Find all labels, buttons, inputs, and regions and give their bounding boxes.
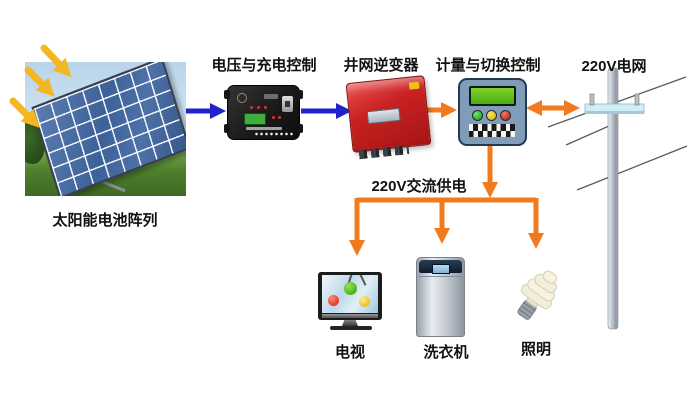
washer-control-panel: [419, 260, 462, 274]
mount-tab: [297, 124, 303, 133]
controller-led-icons: [250, 106, 253, 109]
tv-device: [318, 272, 382, 320]
tv-stand: [342, 320, 358, 326]
inverter-logo-icon: [408, 82, 420, 91]
controller-button: [282, 96, 293, 112]
controller-terminals: [254, 132, 294, 136]
controller-logo-icon: [237, 93, 247, 103]
solar-array-photo: [25, 62, 186, 196]
washing-machine-device: [416, 257, 465, 337]
tv-image-detail: [359, 275, 367, 286]
yellow-led-icon: [486, 110, 497, 121]
tv-speaker-strip: [322, 314, 378, 318]
tv-image-detail: [328, 295, 339, 306]
inverter-label: 井网逆变器: [343, 57, 419, 74]
inverter-connectors: [358, 145, 410, 160]
washer-display: [431, 264, 450, 274]
controller-caption: [246, 127, 282, 130]
grid-label: 220V电网: [581, 58, 647, 75]
controller-display: [244, 113, 266, 125]
breaker-switch-bank: [469, 124, 515, 137]
tv-stand-base: [330, 326, 372, 330]
lighting-label: 照明: [520, 341, 551, 358]
metering-switch-label: 计量与切换控制: [435, 57, 541, 74]
mount-tab: [297, 90, 303, 99]
solar-array-label: 太阳能电池阵列: [52, 212, 158, 229]
tv-image-detail: [344, 282, 357, 295]
charge-controller-label: 电压与充电控制: [211, 57, 317, 74]
washer-label: 洗衣机: [423, 344, 469, 361]
washer-seam: [419, 276, 462, 277]
switch-row: [469, 130, 515, 137]
inverter-display: [366, 107, 401, 125]
charge-controller-device: [224, 85, 303, 140]
utility-pole: [584, 67, 645, 330]
power-line-wires: [547, 76, 687, 191]
ac-supply-label: 220V交流供电: [371, 178, 467, 195]
grid-inverter-device: [345, 75, 432, 160]
red-led-icon: [500, 110, 511, 121]
mount-tab: [224, 124, 230, 133]
metering-switch-device: [458, 78, 527, 146]
tv-screen: [322, 275, 378, 313]
mount-tab: [224, 90, 230, 99]
tv-image-detail: [359, 296, 370, 307]
green-led-icon: [472, 110, 483, 121]
controller-model-tag: [264, 94, 278, 99]
switch-row: [469, 124, 515, 131]
cfl-bulb-icon: [517, 270, 558, 320]
tv-label: 电视: [334, 344, 365, 361]
controller-led-icons: [272, 116, 275, 119]
meter-lcd-display: [469, 86, 516, 106]
